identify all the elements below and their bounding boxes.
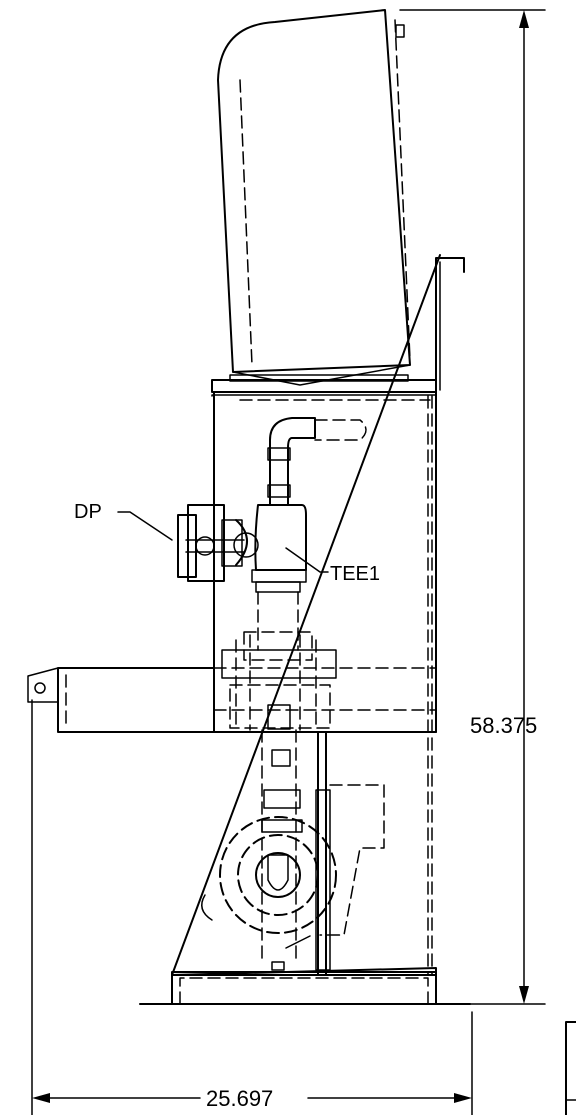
hood-cover (217, 9, 411, 386)
tee-callout (285, 547, 329, 573)
tee-label: TEE1 (330, 563, 380, 585)
tee-fitting (233, 504, 307, 593)
dp-callout (117, 511, 173, 541)
width-dimension (31, 699, 473, 1115)
dp-label: DP (74, 501, 102, 523)
pump-housing (201, 784, 385, 949)
horizontal-beam (27, 667, 437, 733)
elbow-pipe (267, 417, 367, 506)
rear-bracket (435, 257, 465, 391)
diagonal-support (171, 254, 441, 976)
height-value: 58.375 (470, 713, 537, 738)
base (139, 961, 471, 1005)
dp-device (177, 504, 245, 582)
valve-assembly (221, 591, 337, 731)
height-dimension (399, 9, 546, 1005)
top-plate (211, 374, 437, 401)
title-block-fragment (565, 1021, 576, 1115)
lower-stem (261, 704, 331, 976)
width-value: 25.697 (206, 1086, 273, 1111)
